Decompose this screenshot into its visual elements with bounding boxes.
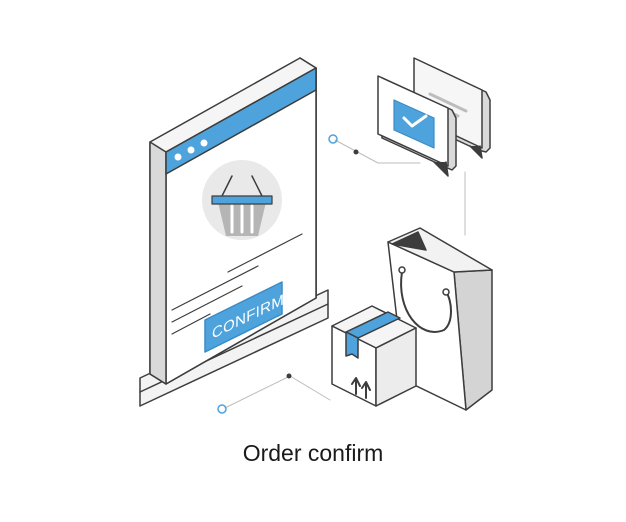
- parcel-box: [331, 305, 417, 407]
- screen-text-lines: [171, 233, 303, 335]
- connector-dots: [217, 134, 359, 414]
- this-side-up-icon: [351, 377, 371, 399]
- basket-icon: [202, 160, 282, 240]
- window-dots: [174, 139, 208, 161]
- checkmark-icon: [393, 99, 435, 149]
- caption: Order confirm: [242, 440, 384, 466]
